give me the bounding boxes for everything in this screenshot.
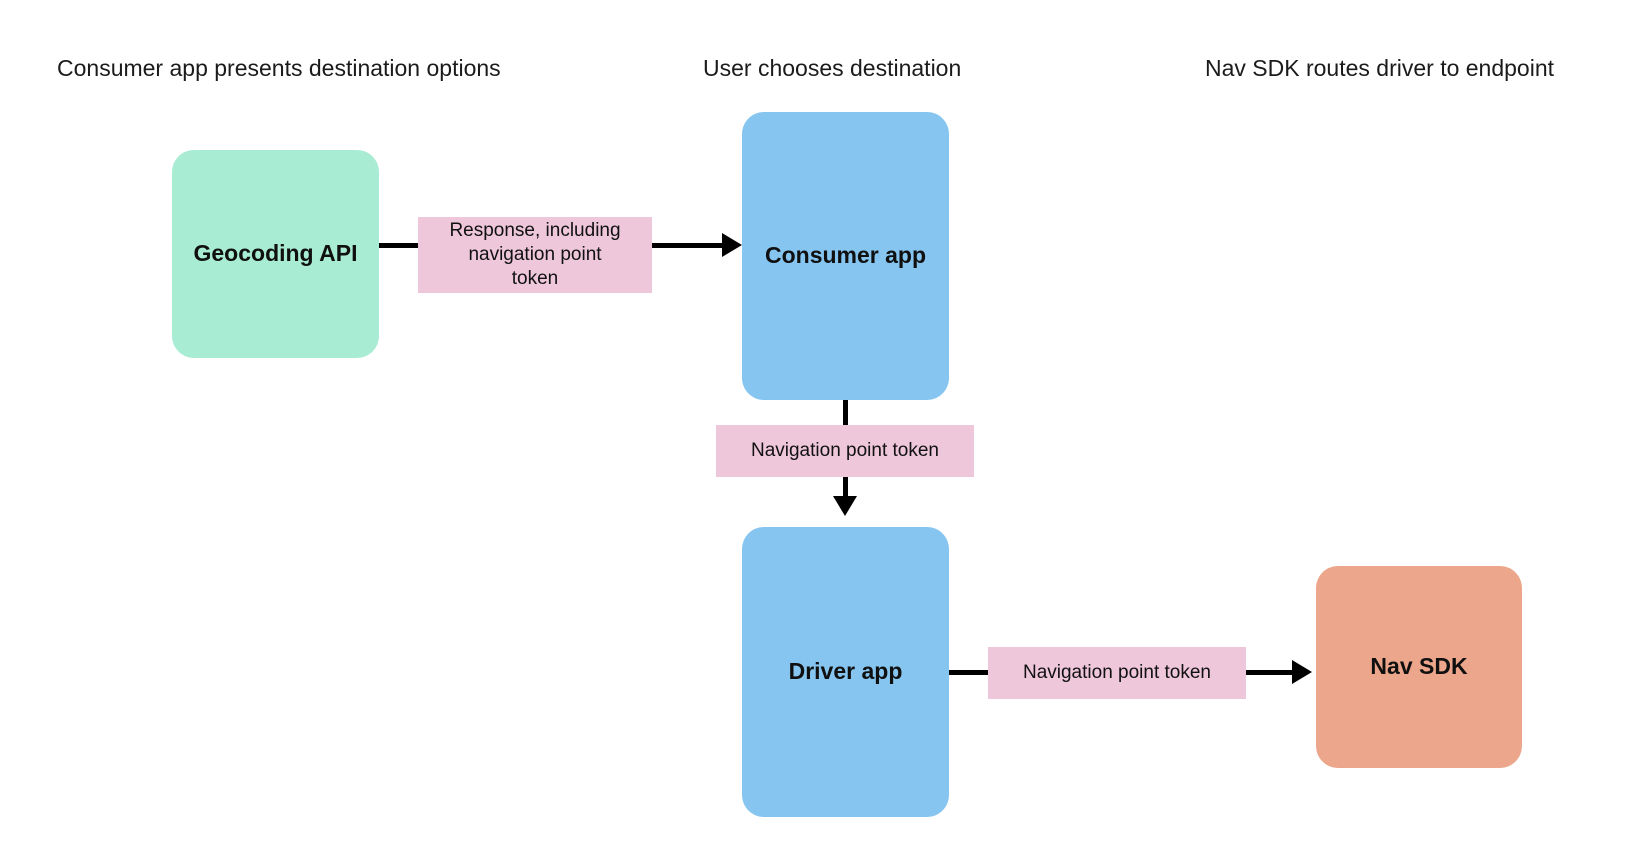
column-heading-user: User chooses destination (703, 55, 962, 81)
edge-label-text-token-mid: Navigation point token (750, 439, 939, 461)
edge-label-navigation-point-token-driver-navsdk: Navigation point token (988, 647, 1246, 699)
node-label-geocoding-api: Geocoding API (193, 240, 358, 267)
arrowhead-right-icon-geocoding-to-consumer (722, 233, 742, 257)
node-label-consumer-app: Consumer app (764, 242, 927, 269)
node-nav-sdk[interactable]: Nav SDK (1316, 566, 1522, 768)
node-geocoding-api[interactable]: Geocoding API (172, 150, 379, 358)
column-heading-navsdk: Nav SDK routes driver to endpoint (1205, 55, 1555, 81)
arrowhead-down-icon-consumer-to-driver (833, 496, 857, 516)
column-heading-consumer: Consumer app presents destination option… (57, 55, 501, 81)
arrowhead-right-icon-driver-to-navsdk (1292, 660, 1312, 684)
edge-label-navigation-point-token-consumer-driver: Navigation point token (716, 425, 974, 477)
edge-label-text-token-bottom: Navigation point token (1022, 661, 1211, 683)
node-consumer-app[interactable]: Consumer app (742, 112, 949, 400)
node-label-driver-app: Driver app (788, 658, 903, 685)
node-driver-app[interactable]: Driver app (742, 527, 949, 817)
node-label-nav-sdk: Nav SDK (1370, 653, 1468, 680)
